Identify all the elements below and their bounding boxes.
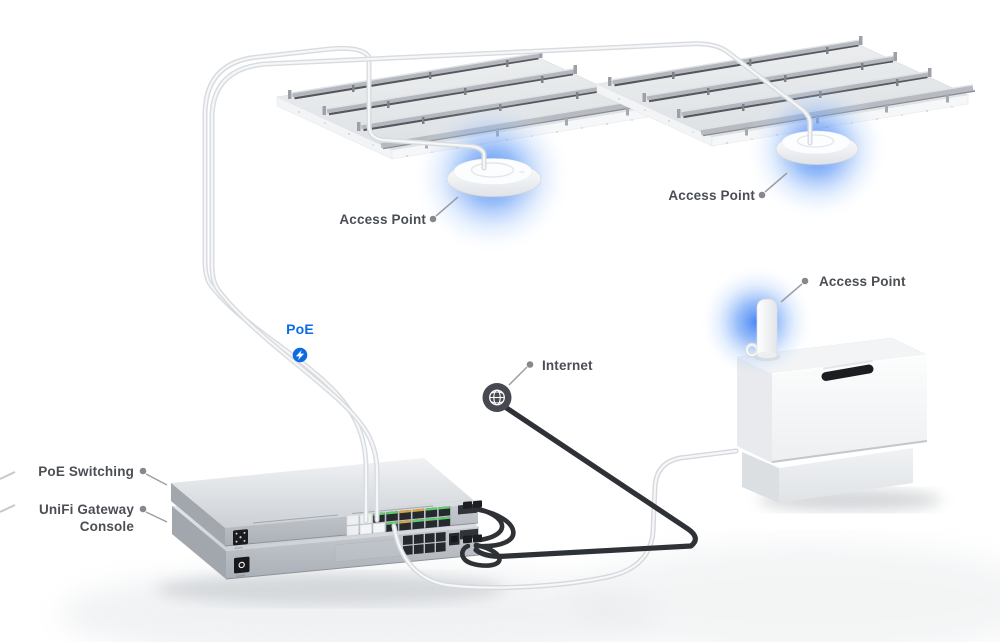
lan-cable [391,448,739,591]
gateway-label: UniFi Gateway Console [10,501,134,535]
gateway-label-line1: UniFi Gateway [39,502,134,517]
globe-icon [489,389,505,406]
poe-cable-trunk [202,41,813,524]
access-point-antenna [699,264,815,380]
label-pointer-ap2 [764,172,788,193]
label-pointer-ap1 [435,196,459,217]
label-pointers [145,172,803,523]
label-pointer-gateway [145,511,168,523]
poe-label: PoE [286,321,314,337]
dac-cable-2 [471,506,516,549]
gateway-wan-port [449,532,460,546]
access-point-label-2: Access Point [668,188,755,203]
gateway-ethernet-ports [403,531,446,556]
gateway-display-recess [334,537,414,563]
label-dots [139,191,809,513]
internet-globe-badge [482,383,512,412]
poe-badge [292,347,308,363]
dac-cable-loop [460,542,502,568]
label-pointer-internet [508,366,528,386]
cabinet-handle [821,364,874,381]
label-pointer-ap3 [780,283,803,303]
cable-connectors [463,500,482,544]
lightning-bolt-icon [295,350,305,361]
poe-switching-label: PoE Switching [38,464,134,479]
switch-power-port [233,529,248,549]
gateway-power-port [234,556,250,577]
cabinet [736,337,942,511]
access-point-disc-2 [745,78,889,222]
edge-line-fragments [0,471,16,513]
wan-cable [460,404,698,568]
rack-shadow [155,573,505,605]
gateway-label-line2: Console [79,519,134,534]
access-point-label-1: Access Point [339,212,426,227]
access-point-label-3: Access Point [819,274,906,289]
internet-label: Internet [542,358,593,373]
label-pointer-switch [145,473,168,486]
access-point-disc-1 [412,96,572,256]
